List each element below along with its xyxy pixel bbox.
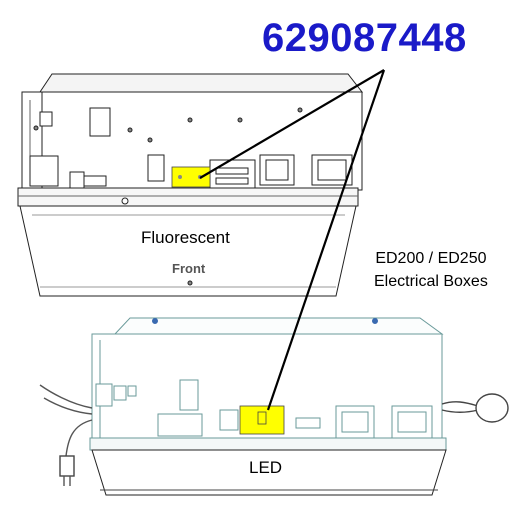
led-label: LED bbox=[249, 458, 283, 477]
led-cable bbox=[441, 393, 509, 423]
front-label: Front bbox=[172, 261, 206, 276]
fluorescent-label: Fluorescent bbox=[141, 228, 230, 247]
power-cord bbox=[39, 384, 93, 486]
part-number-label: 629087448 bbox=[262, 16, 467, 60]
leader-lines bbox=[199, 69, 386, 411]
led-highlight-board bbox=[239, 405, 285, 435]
fluorescent-highlight-board bbox=[171, 166, 211, 188]
model-label: ED200 / ED250 Electrical Boxes bbox=[374, 247, 488, 293]
model-label-line2: Electrical Boxes bbox=[374, 273, 488, 290]
model-label-line1: ED200 / ED250 bbox=[375, 250, 487, 267]
